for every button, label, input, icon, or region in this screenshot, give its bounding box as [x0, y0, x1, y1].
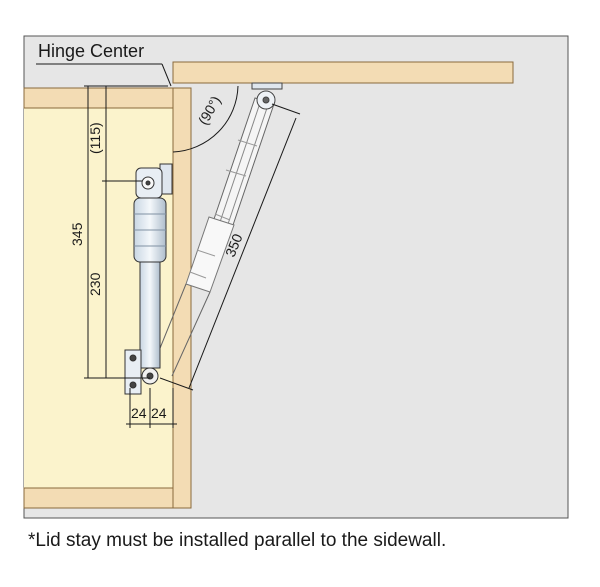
- lid-panel-open: [172, 61, 514, 84]
- installation-note: *Lid stay must be installed parallel to …: [28, 530, 447, 551]
- dim-24-right-label: 24: [151, 405, 167, 421]
- hinge-center-label: Hinge Center: [38, 41, 144, 61]
- dim-350-ext-top: [271, 103, 301, 115]
- dim-115-label: (115): [87, 122, 103, 154]
- cabinet-bottom-panel: [23, 487, 174, 509]
- lid-stay-closed-position: [124, 163, 173, 395]
- angle-arc: [172, 85, 239, 153]
- vertical-dimensions: [84, 85, 177, 428]
- dim-350-ext-bottom: [159, 377, 194, 391]
- hinge-center-leader-diag: [161, 63, 172, 87]
- lid-mount-bracket: [251, 82, 283, 110]
- cabinet-sidewall: [172, 87, 192, 509]
- dim-345-label: 345: [69, 222, 85, 246]
- dim-24-left-label: 24: [131, 405, 147, 421]
- dim-350-line: [188, 117, 297, 389]
- cabinet-top-panel: [23, 87, 174, 109]
- dim-230-label: 230: [87, 272, 103, 296]
